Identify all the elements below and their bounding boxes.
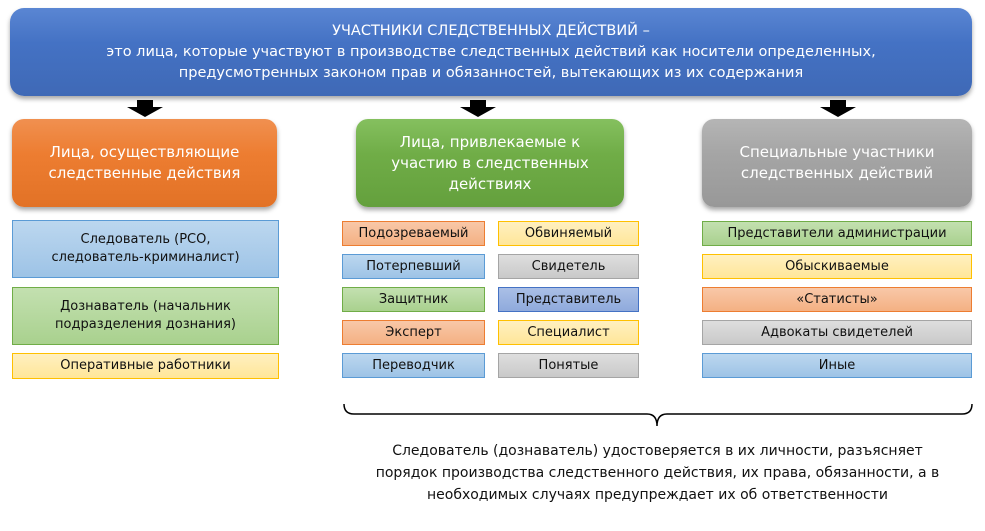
list-item: Представители администрации: [702, 221, 972, 246]
note-line-3: необходимых случаях предупреждает их об …: [426, 487, 888, 503]
title-line-3: предусмотренных законом прав и обязаннос…: [178, 64, 804, 81]
list-item: Обыскиваемые: [702, 254, 972, 279]
list-item: Оперативные работники: [12, 353, 279, 379]
arrow-down-icon: [127, 100, 163, 117]
list-item: Переводчик: [342, 353, 485, 378]
title-box: УЧАСТНИКИ СЛЕДСТВЕННЫХ ДЕЙСТВИЙ – это ли…: [10, 8, 972, 96]
title-heading: УЧАСТНИКИ СЛЕДСТВЕННЫХ ДЕЙСТВИЙ –: [332, 22, 650, 39]
note-line-2: порядок производства следственного дейст…: [375, 465, 940, 481]
title-line-2: это лица, которые участвуют в производст…: [106, 43, 876, 60]
list-item: Защитник: [342, 287, 485, 312]
list-item: Адвокаты свидетелей: [702, 320, 972, 345]
header-investigators: Лица, осуществляющие следственные действ…: [12, 119, 277, 207]
list-item: Понятые: [498, 353, 639, 378]
arrow-down-icon: [460, 100, 496, 117]
list-item: Свидетель: [498, 254, 639, 279]
note-line-1: Следователь (дознаватель) удостоверяется…: [392, 443, 923, 459]
header-special-participants: Специальные участники следственных дейст…: [702, 119, 972, 207]
list-item: Эксперт: [342, 320, 485, 345]
list-item: Дознаватель (начальник подразделения доз…: [12, 287, 279, 345]
list-item: Специалист: [498, 320, 639, 345]
list-item: «Статисты»: [702, 287, 972, 312]
header-involved-persons: Лица, привлекаемые к участию в следствен…: [356, 119, 624, 207]
list-item: Потерпевший: [342, 254, 485, 279]
list-item: Подозреваемый: [342, 221, 485, 246]
list-item: Представитель: [498, 287, 639, 312]
list-item: Обвиняемый: [498, 221, 639, 246]
brace: [343, 403, 973, 427]
list-item: Следователь (РСО, следователь-криминалис…: [12, 220, 279, 278]
arrow-down-icon: [820, 100, 856, 117]
note-text: Следователь (дознаватель) удостоверяется…: [340, 440, 975, 506]
list-item: Иные: [702, 353, 972, 378]
